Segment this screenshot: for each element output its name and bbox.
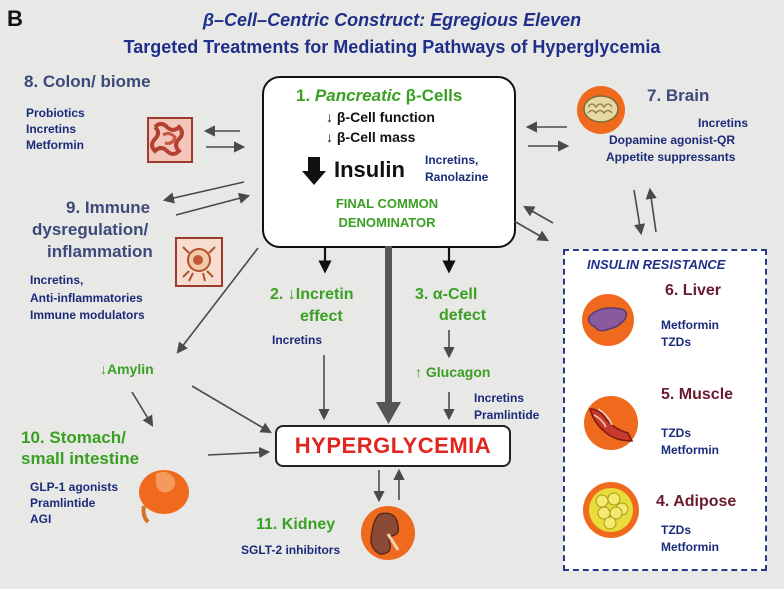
panel-letter: B (7, 6, 23, 31)
immune-cell-icon (175, 237, 223, 287)
arrow-amylin-to-hyperglycemia (191, 385, 272, 434)
central-arrow-head (376, 402, 401, 424)
alpha-cell-title-line2: defect (439, 307, 487, 324)
liver-treatment-1: Metformin (661, 318, 719, 332)
insulin-label: Insulin (334, 157, 405, 182)
muscle-icon (584, 396, 638, 450)
adipose-icon (583, 482, 639, 538)
muscle-treatment-1: TZDs (661, 426, 691, 440)
liver-title: 6. Liver (665, 282, 722, 299)
insulin-treatment-2: Ranolazine (425, 170, 489, 184)
amylin-label: ↓Amylin (100, 361, 154, 377)
stomach-title-line1: 10. Stomach/ (21, 428, 126, 447)
kidney-icon (361, 506, 415, 560)
immune-title-line2: dysregulation/ (32, 220, 149, 239)
adipose-title: 4. Adipose (656, 493, 737, 510)
diagram-title-line1: β–Cell–Centric Construct: Egregious Elev… (202, 10, 582, 30)
beta-cells-title-italic: Pancreatic (314, 86, 401, 105)
brain-treatment-3: Appetite suppressants (606, 150, 736, 164)
hyperglycemia-label: HYPERGLYCEMIA (294, 433, 492, 458)
alpha-treatment-2: Pramlintide (474, 408, 540, 422)
final-common-line2: DENOMINATOR (338, 215, 436, 230)
beta-cells-title-num: 1. (296, 86, 315, 105)
stomach-treatment-1: GLP-1 agonists (30, 480, 119, 494)
arrow-brain-to-ir (633, 189, 646, 236)
immune-treatment-1: Incretins, (30, 273, 84, 287)
arrow-amylin-to-stomach (131, 391, 154, 427)
arrow-beta-to-amylin (176, 247, 259, 354)
brain-treatment-2: Dopamine agonist-QR (609, 133, 736, 147)
beta-cells-title-rest: β-Cells (400, 86, 463, 105)
muscle-title: 5. Muscle (661, 386, 734, 403)
brain-title: 7. Brain (647, 86, 710, 105)
adipose-treatment-2: Metformin (661, 540, 719, 554)
glucagon-label: ↑ Glucagon (415, 364, 491, 380)
final-common-line1: FINAL COMMON (335, 196, 439, 211)
immune-title-line3: inflammation (47, 242, 153, 261)
colon-icon (147, 117, 193, 163)
alpha-treatment-1: Incretins (474, 391, 525, 405)
kidney-title: 11. Kidney (256, 516, 336, 533)
incretin-treatment-1: Incretins (272, 333, 323, 347)
insulin-treatment-1: Incretins, (425, 153, 479, 167)
incretin-title-line2: effect (300, 308, 343, 325)
stomach-treatment-2: Pramlintide (30, 496, 96, 510)
colon-treatment-2: Incretins (26, 122, 77, 136)
diagram-subtitle: Targeted Treatments for Mediating Pathwa… (123, 37, 661, 57)
immune-title-line1: 9. Immune (66, 198, 151, 217)
muscle-treatment-2: Metformin (661, 443, 719, 457)
arrow-ir-to-brain (645, 187, 657, 233)
insulin-resistance-title: INSULIN RESISTANCE (587, 257, 726, 272)
diagram-title: β–Cell–Centric Construct: Egregious Elev… (0, 10, 784, 31)
beta-cell-mass: ↓ β-Cell mass (326, 129, 416, 145)
liver-treatment-2: TZDs (661, 335, 691, 349)
incretin-title-line1: 2. ↓Incretin (270, 286, 354, 303)
colon-title: 8. Colon/ biome (24, 72, 151, 91)
colon-treatment-1: Probiotics (26, 106, 85, 120)
colon-treatment-3: Metformin (26, 138, 84, 152)
alpha-cell-title-line1: 3. α-Cell (415, 286, 478, 303)
arrow-ir-to-beta (523, 205, 554, 224)
stomach-title-line2: small intestine (21, 449, 140, 468)
arrow-beta-to-ir (513, 220, 549, 242)
beta-cells-title: 1. Pancreatic β-Cells (296, 86, 462, 106)
stomach-treatment-3: AGI (30, 512, 52, 526)
stomach-icon (139, 470, 189, 524)
adipose-treatment-1: TZDs (661, 523, 691, 537)
brain-icon (577, 86, 625, 134)
pancreatic-beta-cells-box (262, 76, 516, 248)
arrow-beta-to-immune (162, 181, 245, 204)
immune-treatment-3: Immune modulators (30, 308, 145, 322)
arrow-stomach-to-hyperglycemia (207, 446, 271, 459)
central-arrow-shaft (385, 246, 392, 404)
arrow-immune-to-beta (175, 192, 251, 216)
kidney-treatment-1: SGLT-2 inhibitors (241, 543, 341, 557)
brain-treatment-1: Incretins (697, 116, 748, 130)
immune-treatment-2: Anti-inflammatories (30, 291, 143, 305)
beta-cell-function: ↓ β-Cell function (326, 109, 435, 125)
insulin-down-arrow-icon (302, 157, 326, 185)
hyperglycemia-box: HYPERGLYCEMIA (275, 425, 511, 467)
liver-icon (582, 294, 634, 346)
